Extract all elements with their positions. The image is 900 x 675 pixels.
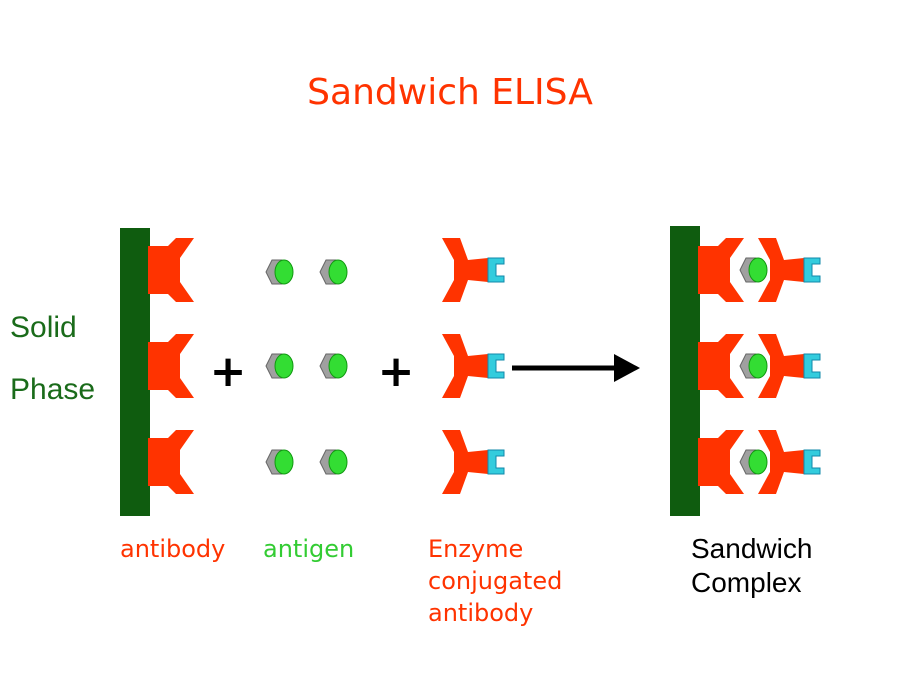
sandwich-complex-unit [698,238,821,302]
reaction-arrow [512,354,640,382]
diagram-title: Sandwich ELISA [307,72,593,113]
solid-phase-plate [120,228,150,516]
antigen-molecule [319,353,348,379]
enzyme-conjugated-antibody [442,430,505,494]
antigen-label: antigen [263,535,355,563]
sandwich-complex-label: Sandwich Complex [691,532,812,600]
plus-sign: + [210,346,247,397]
enzyme-conjugated-antibody [442,238,505,302]
enzyme-label-line3: antibody [428,599,534,627]
sandwich-complex-unit [698,334,821,398]
antigen-molecule [265,259,294,285]
antigen-molecule [265,449,294,475]
complex-label-line1: Sandwich [691,533,813,564]
antigen-molecule [319,259,348,285]
enzyme-label-line2: conjugated [428,567,563,595]
capture-antibody [148,430,194,494]
solid-label: Solid [10,311,77,344]
capture-antibody [148,334,194,398]
phase-label: Phase [10,373,96,406]
plus-sign: + [378,346,415,397]
sandwich-complex-unit [698,430,821,494]
complex-solid-phase-plate [670,226,700,516]
antigen-molecule [319,449,348,475]
antigen-molecule [265,353,294,379]
enzyme-label-line1: Enzyme [428,535,524,563]
capture-antibody [148,238,194,302]
enzyme-conjugated-antibody [442,334,505,398]
complex-label-line2: Complex [691,567,802,598]
antibody-label: antibody [120,535,226,563]
enzyme-conjugated-antibody-label: Enzyme conjugated antibody [428,533,562,629]
